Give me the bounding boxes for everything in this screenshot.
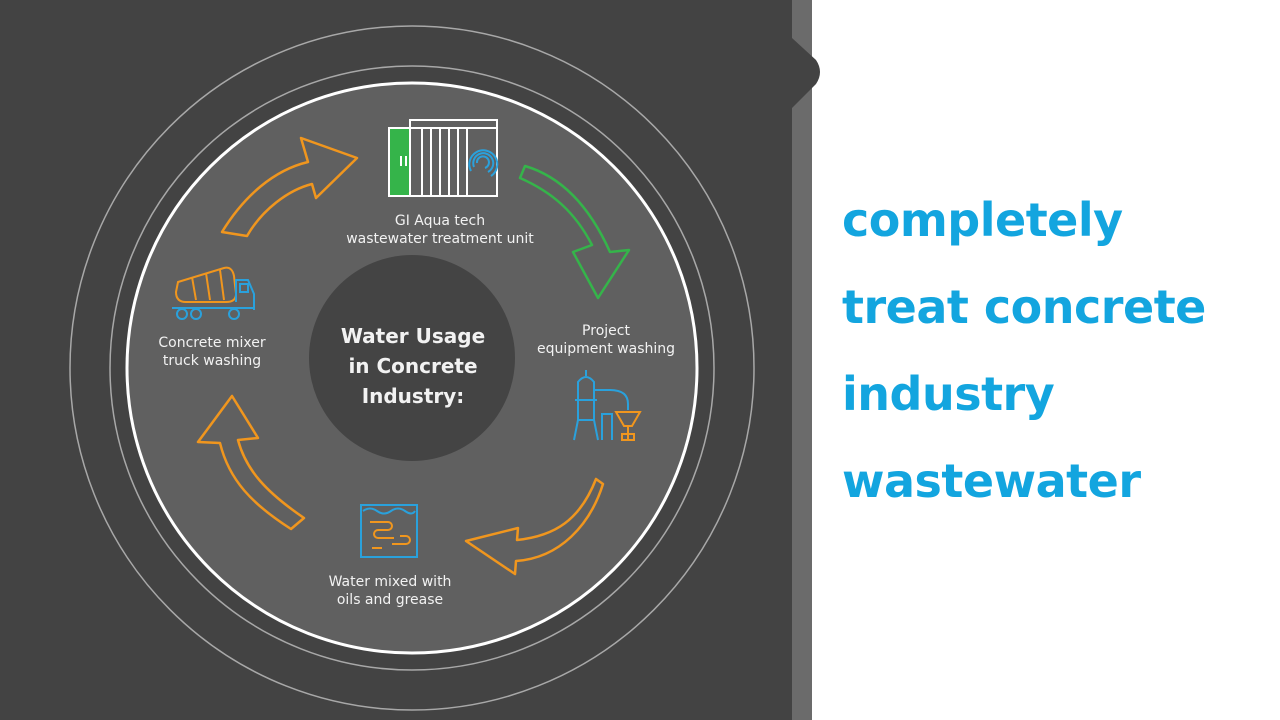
headline-line-2: treat concrete xyxy=(842,280,1206,334)
water-cycle-diagram: GI Aqua tech wastewater treatment unit P… xyxy=(69,25,820,711)
arrow-unit-to-equipment xyxy=(518,164,631,300)
arrow-oils-to-truck xyxy=(196,394,306,531)
center-title-line-1: Water Usage xyxy=(341,324,485,348)
silo-plant-icon xyxy=(573,370,642,441)
center-title-line-3: Industry: xyxy=(362,384,465,408)
oily-water-icon xyxy=(360,504,418,558)
label-truck-2: truck washing xyxy=(163,353,261,369)
mixer-truck-icon xyxy=(172,266,255,320)
center-hub xyxy=(309,255,515,461)
outer-ring xyxy=(69,25,755,711)
label-equipment-1: Project xyxy=(582,323,630,339)
center-title-line-2: in Concrete xyxy=(348,354,477,378)
arrow-truck-to-unit xyxy=(220,136,359,238)
headline-line-4: wastewater xyxy=(842,454,1141,508)
arrow-equipment-to-oils xyxy=(464,477,605,576)
label-oils-1: Water mixed with xyxy=(329,574,452,590)
label-truck-1: Concrete mixer xyxy=(158,335,266,351)
label-treatment-unit-1: GI Aqua tech xyxy=(395,213,485,229)
white-text-panel xyxy=(812,0,1280,720)
divider-strip xyxy=(792,0,812,720)
label-oils-2: oils and grease xyxy=(337,592,443,608)
headline-line-1: completely xyxy=(842,193,1123,247)
container-unit-icon xyxy=(388,119,499,197)
middle-ring xyxy=(109,65,715,671)
panel-notch xyxy=(792,38,820,108)
headline-line-3: industry xyxy=(842,367,1055,421)
label-equipment-2: equipment washing xyxy=(537,341,675,357)
label-treatment-unit-2: wastewater treatment unit xyxy=(346,231,534,247)
